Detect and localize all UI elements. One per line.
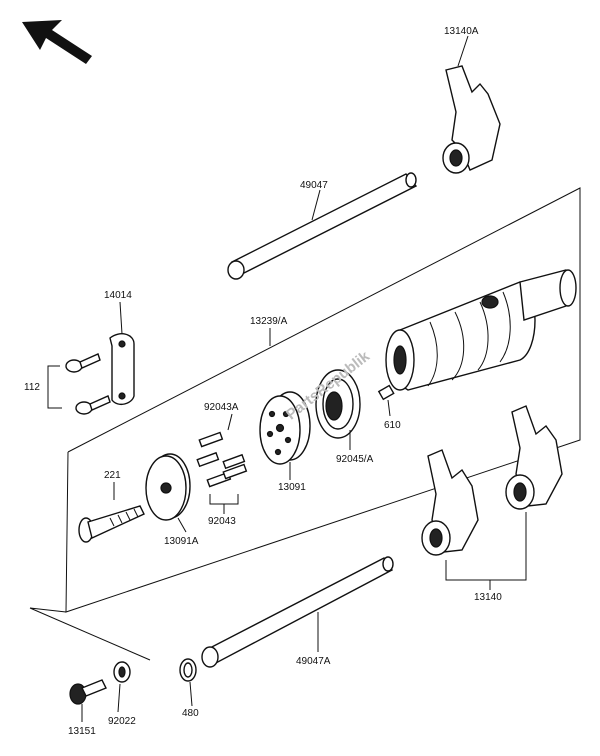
pin-610 <box>377 384 395 401</box>
label-49047: 49047 <box>300 180 328 191</box>
bolt-221 <box>78 505 145 543</box>
label-92022: 92022 <box>108 716 136 727</box>
label-610: 610 <box>384 420 401 431</box>
label-13091A: 13091A <box>164 536 199 547</box>
seal-ring <box>315 369 361 439</box>
label-14014: 14014 <box>104 290 132 301</box>
label-49047A: 49047A <box>296 656 331 667</box>
label-92043A: 92043A <box>204 402 239 413</box>
plate-13091A <box>145 453 191 521</box>
shaft-49047A <box>201 556 394 668</box>
label-480: 480 <box>182 708 199 719</box>
washer-92022 <box>113 661 131 683</box>
pins-92043 <box>196 431 248 488</box>
bolt-112-lower <box>75 395 111 415</box>
label-221: 221 <box>104 470 121 481</box>
label-13140A: 13140A <box>444 26 479 37</box>
shift-fork-lower-left <box>421 449 479 556</box>
direction-arrow-icon <box>22 20 92 64</box>
circlip-480 <box>179 658 197 682</box>
label-13091: 13091 <box>278 482 306 493</box>
shaft-49047 <box>227 172 418 280</box>
screw-13151 <box>69 679 107 705</box>
assembly-outline <box>65 187 581 613</box>
label-13151: 13151 <box>68 726 96 737</box>
label-13140: 13140 <box>474 592 502 603</box>
shift-fork-lower-right <box>505 405 563 510</box>
label-112: 112 <box>24 382 40 393</box>
assembly-outline-tail <box>29 607 151 661</box>
bracket-14014 <box>109 333 135 406</box>
label-92043: 92043 <box>208 516 236 527</box>
bolt-112-upper <box>65 353 101 373</box>
shift-fork-top <box>442 65 501 174</box>
cam-plate-13091 <box>259 391 311 465</box>
label-13239A: 13239/A <box>250 316 288 327</box>
label-92045A: 92045/A <box>336 454 374 465</box>
shift-drum <box>385 269 577 391</box>
